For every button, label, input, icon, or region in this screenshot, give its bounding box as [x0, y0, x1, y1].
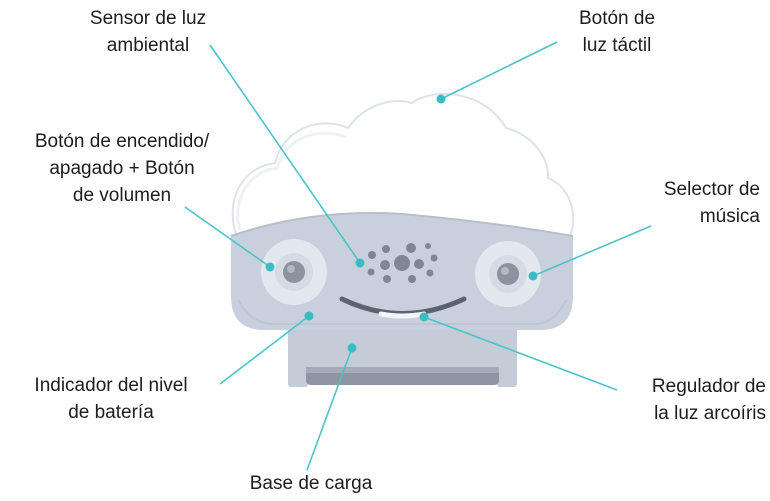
label-power-line-1: Botón de encendido/ [34, 131, 210, 152]
power-volume-knob [261, 239, 327, 305]
label-battery: Indicador del nivel de batería [6, 372, 216, 426]
leader-line-base [306, 347, 353, 471]
label-base: Base de carga [222, 470, 400, 497]
leader-line-rainbow [423, 316, 618, 391]
leader-line-power [184, 206, 271, 268]
leader-line-battery [219, 315, 310, 385]
label-rainbow-line-1: Regulador de [651, 376, 766, 397]
label-rainbow: Regulador de la luz arcoíris [594, 373, 766, 427]
leader-dot-sensor [355, 258, 365, 268]
label-music: Selector de música [610, 176, 760, 230]
label-sensor: Sensor de luz ambiental [64, 5, 232, 59]
label-power-line-3: de volumen [72, 185, 172, 206]
label-battery-line-1: Indicador del nivel [34, 375, 188, 396]
label-sensor-line-1: Sensor de luz [89, 8, 207, 29]
label-power: Botón de encendido/ apagado + Botón de v… [4, 128, 240, 209]
leader-lines [184, 41, 652, 471]
label-rainbow-line-2: la luz arcoíris [654, 403, 766, 424]
leader-dot-battery [304, 311, 314, 321]
leader-dot-touch [436, 94, 446, 104]
leader-line-touch [440, 41, 558, 100]
leader-dot-music [528, 271, 538, 281]
device-body [230, 211, 574, 330]
leader-dot-rainbow [419, 312, 429, 322]
leader-line-music [532, 225, 652, 277]
label-battery-line-2: de batería [68, 402, 154, 423]
leader-dot-power [265, 262, 275, 272]
leader-line-sensor [209, 44, 361, 264]
label-base-line-1: Base de carga [249, 473, 373, 494]
leader-dots [265, 94, 538, 353]
label-music-line-2: música [699, 206, 760, 227]
label-touch-line-2: luz táctil [582, 35, 652, 56]
label-music-line-1: Selector de [663, 179, 760, 200]
charging-base [288, 325, 517, 387]
music-selector-knob [475, 241, 541, 307]
label-sensor-line-2: ambiental [106, 35, 190, 56]
label-touch-line-1: Botón de [578, 8, 656, 29]
leader-dot-base [347, 343, 357, 353]
label-power-line-2: apagado + Botón [49, 158, 195, 179]
speaker-grille [367, 243, 438, 283]
label-touch: Botón de luz táctil [552, 5, 682, 59]
